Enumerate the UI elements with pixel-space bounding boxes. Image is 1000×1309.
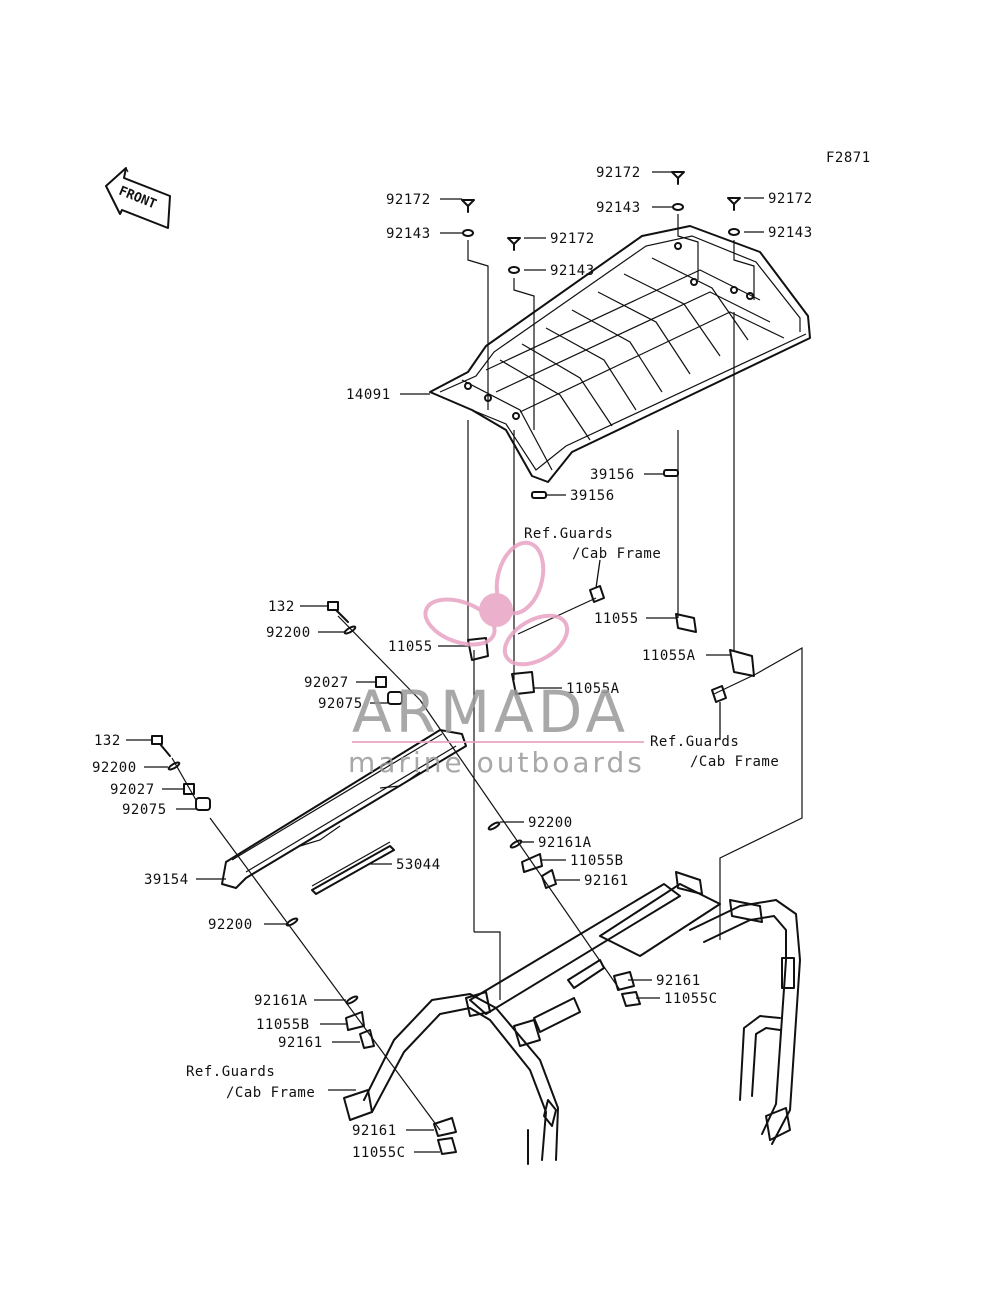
- part-label: 92161: [278, 1035, 323, 1051]
- part-label: 39154: [144, 872, 189, 888]
- part-label: 39156: [570, 488, 615, 504]
- roof-fasteners: [461, 171, 741, 274]
- seal-strip: [311, 841, 395, 895]
- side-guard: [221, 729, 467, 889]
- part-label: 11055A: [642, 648, 696, 664]
- part-label: 92143: [768, 225, 813, 241]
- part-label: 53044: [396, 857, 441, 873]
- reference-line1: Ref.Guards: [524, 526, 613, 542]
- part-label: 92200: [208, 917, 253, 933]
- reference-line2: /Cab Frame: [690, 754, 779, 770]
- part-label: 11055B: [570, 853, 624, 869]
- hardware-set: [151, 469, 755, 1155]
- part-label: 92172: [550, 231, 595, 247]
- part-label: 92075: [318, 696, 363, 712]
- reference-line1: Ref.Guards: [186, 1064, 275, 1080]
- part-label: 92200: [92, 760, 137, 776]
- part-label: 92200: [266, 625, 311, 641]
- watermark: ARMADA marine outboards: [348, 540, 645, 779]
- part-label: 11055: [388, 639, 433, 655]
- propeller-logo: [423, 540, 570, 667]
- part-label: 92172: [596, 165, 641, 181]
- part-label: 92143: [596, 200, 641, 216]
- reference-line1: Ref.Guards: [650, 734, 739, 750]
- part-label: 11055C: [664, 991, 718, 1007]
- roof-panel: [429, 225, 811, 483]
- part-label: 92161: [656, 973, 701, 989]
- part-labels: 92172 92143 92172 92143 92172 92143 9217…: [92, 165, 813, 1161]
- part-label: 92143: [386, 226, 431, 242]
- part-label: 92161A: [538, 835, 592, 851]
- part-label: 132: [268, 599, 295, 615]
- part-label: 92161: [352, 1123, 397, 1139]
- watermark-brand: ARMADA: [352, 678, 629, 746]
- part-label: 92161: [584, 873, 629, 889]
- part-label: 92143: [550, 263, 595, 279]
- part-label: 11055: [594, 611, 639, 627]
- part-label: 92027: [110, 782, 155, 798]
- watermark-tagline: marine outboards: [348, 746, 645, 779]
- part-label: 92075: [122, 802, 167, 818]
- part-label: 132: [94, 733, 121, 749]
- part-label: 92200: [528, 815, 573, 831]
- reference-notes: Ref.Guards /Cab Frame Ref.Guards /Cab Fr…: [186, 526, 779, 1101]
- part-label: 92172: [768, 191, 813, 207]
- front-arrow-icon: FRONT: [105, 167, 171, 229]
- part-label: 92027: [304, 675, 349, 691]
- part-label: 92161A: [254, 993, 308, 1009]
- leader-lines: [126, 171, 764, 1153]
- part-label: 39156: [590, 467, 635, 483]
- part-label: 11055C: [352, 1145, 406, 1161]
- cab-frame: [343, 871, 801, 1165]
- part-label: 14091: [346, 387, 391, 403]
- part-label: 11055A: [566, 681, 620, 697]
- part-label: 11055B: [256, 1017, 310, 1033]
- reference-line2: /Cab Frame: [572, 546, 661, 562]
- part-label: 92172: [386, 192, 431, 208]
- figure-code: F2871: [826, 150, 871, 166]
- reference-line2: /Cab Frame: [226, 1085, 315, 1101]
